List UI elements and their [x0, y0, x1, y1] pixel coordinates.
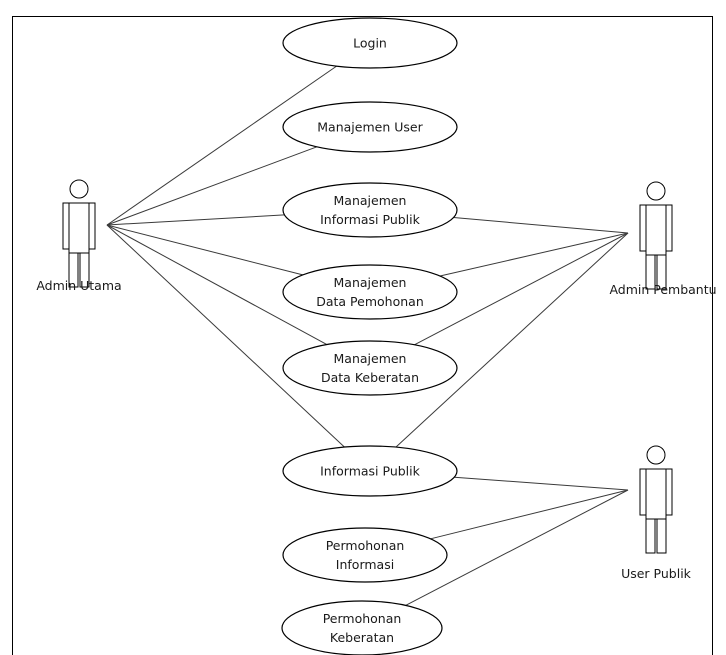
diagram-frame: [12, 16, 713, 655]
use-case-label: Manajemen: [334, 193, 407, 208]
association-user-publik-informasi-publik: [454, 476, 629, 491]
association-admin-utama-informasi-publik: [106, 224, 345, 448]
association-admin-pembantu-manajemen-data-pemohonan: [439, 232, 629, 277]
use-case-ellipse: [282, 182, 458, 238]
use-case-label: Data Keberatan: [321, 370, 419, 385]
actor-label: User Publik: [621, 566, 692, 581]
use-case-ellipse: [282, 445, 458, 497]
use-case-label: Informasi Publik: [320, 464, 420, 479]
use-case-label: Manajemen User: [317, 120, 423, 135]
actor-label: Admin Pembantu: [609, 282, 716, 297]
association-admin-pembantu-informasi-publik: [395, 232, 629, 448]
actor-user-publik[interactable]: User Publik: [621, 445, 692, 581]
use-case-ellipse: [282, 340, 458, 396]
association-admin-utama-manajemen-informasi-publik: [106, 214, 285, 226]
use-case-ellipse: [282, 527, 448, 583]
actor-figure-icon: [639, 181, 673, 290]
use-case-login[interactable]: Login: [282, 17, 458, 69]
association-admin-utama-manajemen-user: [106, 146, 318, 226]
association-user-publik-permohonan-informasi: [430, 489, 629, 540]
use-case-label: Keberatan: [330, 630, 394, 645]
use-case-label: Data Pemohonan: [316, 294, 424, 309]
use-case-ellipse: [282, 264, 458, 320]
association-admin-utama-login: [106, 65, 337, 226]
actor-figure-icon: [62, 179, 96, 288]
use-case-label: Login: [353, 36, 387, 51]
use-case-ellipse: [282, 17, 458, 69]
actor-admin-utama[interactable]: Admin Utama: [36, 179, 122, 293]
use-case-manajemen-user[interactable]: Manajemen User: [282, 101, 458, 153]
use-case-label: Permohonan: [326, 538, 405, 553]
use-case-label: Manajemen: [334, 351, 407, 366]
association-admin-pembantu-manajemen-informasi-publik: [453, 217, 629, 234]
association-admin-utama-manajemen-data-keberatan: [106, 224, 328, 346]
use-case-ellipse: [281, 600, 443, 655]
use-case-label: Informasi Publik: [320, 212, 420, 227]
actor-label: Admin Utama: [36, 278, 121, 293]
use-case-ellipse: [282, 101, 458, 153]
association-user-publik-permohonan-keberatan: [405, 489, 629, 606]
use-case-informasi-publik[interactable]: Informasi Publik: [282, 445, 458, 497]
use-case-label: Informasi: [336, 557, 394, 572]
association-admin-utama-manajemen-data-pemohonan: [106, 224, 303, 276]
association-admin-pembantu-manajemen-data-keberatan: [414, 232, 629, 346]
association-lines: [106, 65, 629, 606]
use-case-label: Permohonan: [323, 611, 402, 626]
actor-admin-pembantu[interactable]: Admin Pembantu: [609, 181, 717, 297]
use-case-label: Manajemen: [334, 275, 407, 290]
actor-figure-icon: [639, 445, 673, 554]
